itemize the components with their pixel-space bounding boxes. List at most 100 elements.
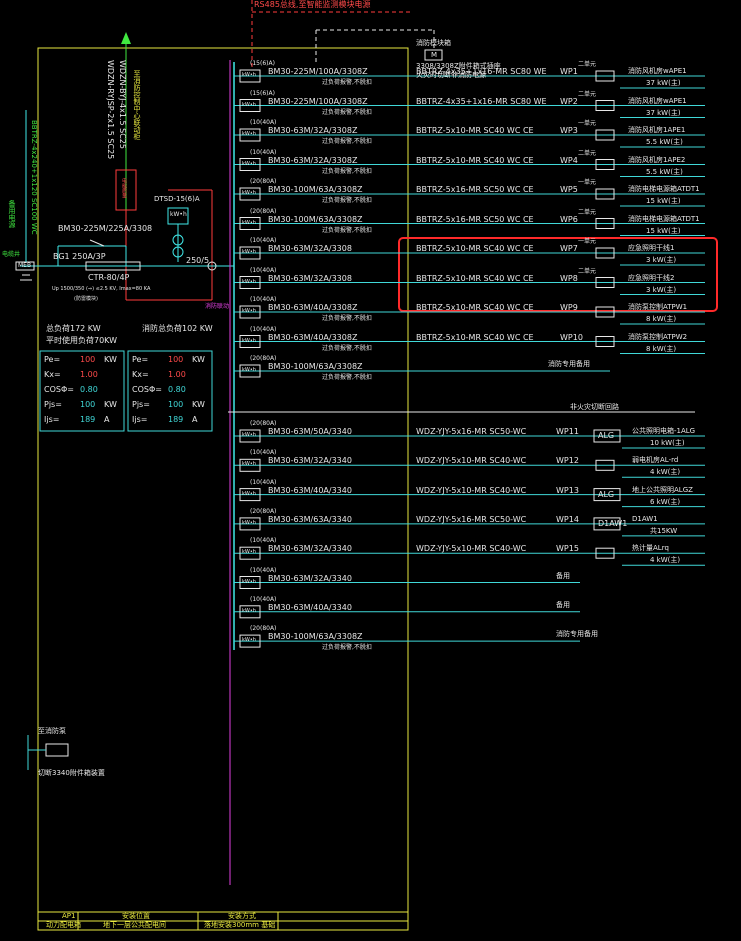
circuit-breaker: BM30-63M/32A/3340 xyxy=(268,573,352,583)
circuit-mark: 二单元 xyxy=(578,61,597,68)
circuit-meter-rating: (10(40A) xyxy=(250,296,277,303)
circuit-breaker: BM30-63M/40A/3308Z xyxy=(268,332,358,342)
circuit-kwh-meter xyxy=(239,217,261,230)
circuit-device: 消防泵控制ATPW1 xyxy=(628,303,688,311)
circuit-meter-rating: (10(40A) xyxy=(250,595,277,603)
circuit-wp: WP13 xyxy=(556,485,579,495)
footer-c1-v: 动力配电箱 xyxy=(46,921,81,929)
circuit-wp: WP2 xyxy=(560,96,578,106)
fire-module-box xyxy=(424,49,443,61)
circuit-wp: WP3 xyxy=(560,126,578,135)
meter-kwh: kW•h xyxy=(170,211,187,218)
circuit-kwh-meter xyxy=(239,69,261,83)
circuit-wp: WP1 xyxy=(560,67,578,76)
circuit-wp: WP6 xyxy=(560,214,578,224)
small-note: (防雷模块) xyxy=(74,296,98,302)
circuit-kwh-label: kW•h xyxy=(242,461,256,468)
circuit-kwh-label: kW•h xyxy=(242,637,256,644)
circuit-wp: WP14 xyxy=(556,514,579,524)
circuit-breaker: BM30-63M/50A/3340 xyxy=(268,427,352,436)
ats-switch xyxy=(85,261,141,271)
circuit-box xyxy=(593,517,621,531)
rs485-note: RS485总线,至智能监测模块电源 xyxy=(254,0,371,9)
circuit-meter-rating: (10(40A) xyxy=(250,449,277,457)
circuit-kwh-label: kW•h xyxy=(242,160,256,167)
meb-box xyxy=(15,261,35,271)
circuit-load: 15 kW(主) xyxy=(646,197,681,205)
table-key: COSΦ= xyxy=(44,385,74,394)
circuit-device: 消防电梯电源箱ATDT1 xyxy=(628,214,700,223)
footer-c3-h: 安装方式 xyxy=(228,912,256,920)
table-value: 0.80 xyxy=(80,385,98,394)
circuit-device: 消防专用备用 xyxy=(548,360,590,368)
circuit-breaker: BM30-100M/63A/3308Z xyxy=(268,214,363,224)
circuit-load: 15 kW(主) xyxy=(646,226,681,235)
circuit-kwh-meter xyxy=(239,128,261,142)
table-row: COSΦ=0.80 xyxy=(130,384,210,399)
footer-c1-h: AP1 xyxy=(62,912,76,920)
circuit-wp: WP10 xyxy=(560,332,583,342)
left-label: 备用电源 xyxy=(8,200,16,228)
circuit-cable: WDZ-YJY-5x16-MR SC50-WC xyxy=(416,514,527,524)
left-cable: BBTRZ-4x240+1x120 SC100 WC xyxy=(30,120,38,235)
circuit-cable: BBTRZ-5x10-MR SC40 WC CE xyxy=(416,303,534,312)
circuit-breaker: BM30-63M/63A/3340 xyxy=(268,514,352,524)
circuit-device: 应急照明干线1 xyxy=(628,244,675,252)
summary-line2: 平时使用负荷70KW xyxy=(46,336,118,345)
circuit-breaker: BM30-100M/63A/3308Z xyxy=(268,632,363,642)
circuit-kwh-meter xyxy=(239,488,261,502)
circuit-meter-rating: (10(40A) xyxy=(250,237,277,244)
circuit-switch-box xyxy=(595,547,615,559)
circuit-switch-box xyxy=(595,188,615,200)
circuit-load: 4 kW(主) xyxy=(650,556,681,565)
table-value: 100 xyxy=(80,355,96,364)
circuit-note: 过负荷报警,不脱扣 xyxy=(322,138,372,145)
circuit-device: 备用 xyxy=(556,600,570,609)
circuit-kwh-meter xyxy=(239,429,261,443)
circuit-mark: 二单元 xyxy=(578,267,597,275)
circuit-meter-rating: (20(80A) xyxy=(250,507,277,515)
vertical-note: 至消防控制中心联动柜 xyxy=(133,70,141,140)
circuit-switch-box xyxy=(595,129,615,141)
circuit-note: 过负荷报警,不脱扣 xyxy=(322,79,372,86)
footer-c2-v: 地下一层公共配电间 xyxy=(103,921,166,929)
circuit-meter-rating: (10(40A) xyxy=(250,266,277,274)
fire-module-note2: 火灾时切断非消防电源 xyxy=(416,71,486,79)
left-small: 电缆井 xyxy=(2,251,21,258)
table-unit: KW xyxy=(192,400,205,409)
circuit-breaker: BM30-63M/32A/3308 xyxy=(268,273,352,283)
fire-module-label: 消防模块箱 xyxy=(416,39,451,47)
circuit-meter-rating: (15(6)A) xyxy=(250,89,275,97)
circuit-switch-box xyxy=(595,277,615,288)
circuit-cable: WDZ-YJY-5x10-MR SC40-WC xyxy=(416,456,527,466)
circuit-mark: 一单元 xyxy=(578,238,597,245)
circuit-load: 6 kW(主) xyxy=(650,497,681,506)
circuit-cable: BBTRZ-5x10-MR SC40 WC CE xyxy=(416,273,534,283)
circuit-kwh-label: kW•h xyxy=(242,131,256,137)
circuit-meter-rating: (20(80A) xyxy=(250,625,277,633)
circuit-device: 应急照明干线2 xyxy=(628,273,675,282)
table-value: 189 xyxy=(80,415,96,424)
circuit-device: 消防专用备用 xyxy=(556,630,598,639)
circuit-device: 热计量ALrq xyxy=(632,544,669,553)
circuit-breaker: BM30-63M/32A/3340 xyxy=(268,456,352,466)
circuit-breaker: BM30-63M/40A/3308Z xyxy=(268,303,358,312)
circuit-meter-rating: (10(40A) xyxy=(250,148,277,156)
table-unit: KW xyxy=(104,355,117,364)
circuit-meter-rating: (10(40A) xyxy=(250,325,277,333)
circuit-kwh-label: kW•h xyxy=(242,519,256,526)
circuit-device: 消防风机房1APE2 xyxy=(628,155,686,164)
table-key: Kx= xyxy=(44,370,61,379)
circuit-wp: WP8 xyxy=(560,273,578,283)
circuit-wp: WP4 xyxy=(560,155,578,165)
circuit-load: 5.5 kW(主) xyxy=(646,167,683,176)
circuit-box-label: ALG xyxy=(598,431,615,440)
circuit-note: 过负荷报警,不脱扣 xyxy=(322,315,372,322)
circuit-meter-rating: (10(40A) xyxy=(250,478,277,486)
circuit-kwh-meter xyxy=(239,364,261,378)
circuit-breaker: BM30-63M/32A/3308Z xyxy=(268,126,358,135)
